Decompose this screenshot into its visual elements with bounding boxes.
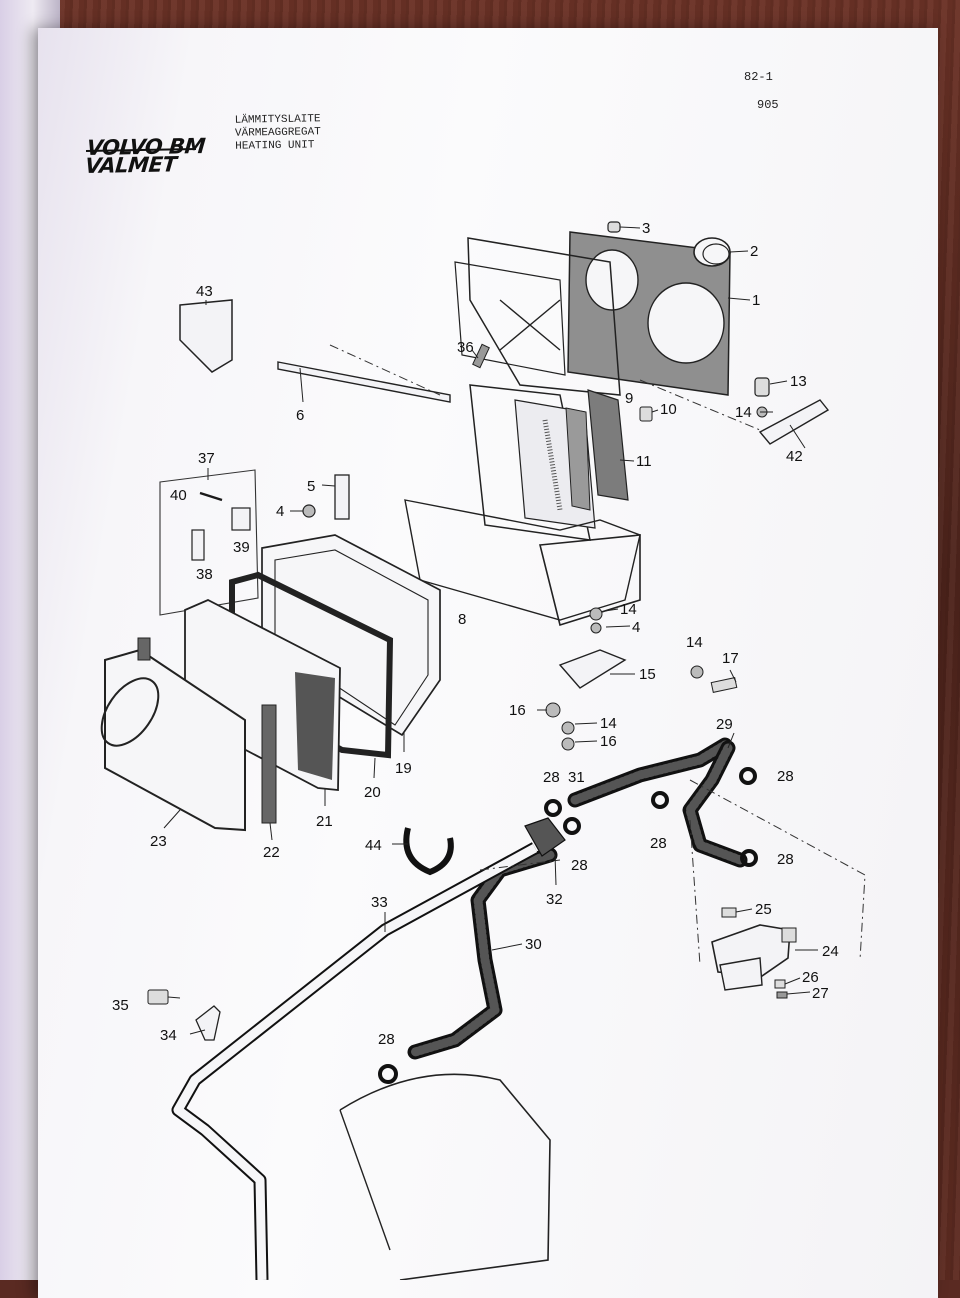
callout-9: 9 bbox=[625, 390, 633, 407]
part-bolt-36 bbox=[472, 343, 490, 369]
page-code: 82-1 bbox=[744, 70, 773, 84]
part-hose-clamps bbox=[378, 767, 758, 1084]
part-plug bbox=[607, 221, 621, 233]
callout-28-b: 28 bbox=[571, 857, 588, 874]
part-nut bbox=[590, 622, 602, 634]
callout-28-a: 28 bbox=[543, 769, 560, 786]
part-water-valve bbox=[711, 924, 797, 991]
callout-33: 33 bbox=[371, 894, 388, 911]
part-bracket-42 bbox=[758, 399, 830, 445]
callout-36: 36 bbox=[457, 339, 474, 356]
callout-14-b: 14 bbox=[620, 601, 637, 618]
callout-31: 31 bbox=[568, 769, 585, 786]
callout-17: 17 bbox=[722, 650, 739, 667]
part-tank-outline bbox=[339, 1073, 551, 1280]
callout-14-a: 14 bbox=[735, 404, 752, 421]
callout-19: 19 bbox=[395, 760, 412, 777]
callout-2: 2 bbox=[750, 243, 758, 260]
callout-39: 39 bbox=[233, 539, 250, 556]
part-nut-16b bbox=[561, 737, 575, 751]
kit-37-frame bbox=[159, 469, 259, 616]
part-27 bbox=[776, 991, 788, 999]
part-38 bbox=[191, 529, 205, 561]
callout-28-c: 28 bbox=[650, 835, 667, 852]
sheet-header: VOLVO BM VALMET LÄMMITYSLAITE VÄRMEAGGRE… bbox=[0, 0, 960, 178]
callout-16-b: 16 bbox=[600, 733, 617, 750]
callout-10: 10 bbox=[660, 401, 677, 418]
callout-30: 30 bbox=[525, 936, 542, 953]
part-strip-5 bbox=[334, 474, 350, 520]
callout-28-f: 28 bbox=[378, 1031, 395, 1048]
part-cap bbox=[693, 237, 731, 267]
part-clamp-44 bbox=[403, 827, 454, 876]
callout-44: 44 bbox=[365, 837, 382, 854]
callout-35: 35 bbox=[112, 997, 129, 1014]
callout-1: 1 bbox=[752, 292, 760, 309]
part-seal-strip-small bbox=[137, 637, 151, 661]
callout-6: 6 bbox=[296, 407, 304, 424]
part-seal-strip-inner bbox=[565, 407, 591, 511]
callout-34: 34 bbox=[160, 1027, 177, 1044]
part-gasket-plate bbox=[567, 231, 731, 396]
callout-43: 43 bbox=[196, 283, 213, 300]
callout-14-d: 14 bbox=[600, 715, 617, 732]
callout-13: 13 bbox=[790, 373, 807, 390]
callout-3: 3 bbox=[642, 220, 650, 237]
part-bolt-35 bbox=[147, 989, 169, 1005]
callout-11: 11 bbox=[636, 453, 652, 470]
callout-42: 42 bbox=[786, 448, 803, 465]
callout-4-lower: 4 bbox=[632, 619, 640, 636]
callout-14-c: 14 bbox=[686, 634, 703, 651]
callout-15: 15 bbox=[639, 666, 656, 683]
part-hoses bbox=[407, 737, 748, 1060]
page-number: 905 bbox=[757, 98, 779, 112]
callout-16-a: 16 bbox=[509, 702, 526, 719]
callout-5: 5 bbox=[307, 478, 315, 495]
callout-28-d: 28 bbox=[777, 768, 794, 785]
callout-37: 37 bbox=[198, 450, 215, 467]
part-washer bbox=[589, 607, 603, 621]
part-40 bbox=[199, 491, 223, 502]
part-washer-14b bbox=[561, 721, 575, 735]
callout-40: 40 bbox=[170, 487, 187, 504]
part-screw-25 bbox=[721, 907, 737, 918]
part-seal-strip bbox=[587, 389, 629, 501]
part-bolt-13 bbox=[754, 377, 770, 397]
callout-20: 20 bbox=[364, 784, 381, 801]
part-bolt-17 bbox=[710, 677, 738, 693]
part-clip-34 bbox=[195, 1005, 221, 1041]
callout-26: 26 bbox=[802, 969, 819, 986]
callout-25: 25 bbox=[755, 901, 772, 918]
part-tank-edge bbox=[339, 1109, 391, 1251]
callout-28-e: 28 bbox=[777, 851, 794, 868]
callout-27: 27 bbox=[812, 985, 829, 1002]
callout-leaders bbox=[163, 226, 818, 1035]
callout-32: 32 bbox=[546, 891, 563, 908]
part-mounting-bar bbox=[277, 361, 451, 403]
assembly-dash-lines bbox=[329, 344, 866, 966]
part-lower-frame bbox=[404, 499, 641, 627]
callout-23: 23 bbox=[150, 833, 167, 850]
part-bracket-43 bbox=[179, 299, 233, 373]
callout-4: 4 bbox=[276, 503, 284, 520]
callout-8: 8 bbox=[458, 611, 466, 628]
part-26 bbox=[774, 979, 786, 989]
callout-labels: 1 2 3 4 4 5 6 8 9 10 11 13 14 14 14 14 1… bbox=[112, 220, 839, 1048]
part-washer-right bbox=[690, 665, 704, 679]
part-nut-16 bbox=[545, 702, 561, 718]
part-39 bbox=[231, 507, 251, 531]
part-nut-4 bbox=[302, 504, 316, 518]
callout-24: 24 bbox=[822, 943, 839, 960]
callout-29: 29 bbox=[716, 716, 733, 733]
part-seal-strip-22 bbox=[261, 704, 277, 824]
part-bracket-15 bbox=[558, 649, 627, 689]
callout-22: 22 bbox=[263, 844, 280, 861]
part-filter bbox=[184, 599, 341, 791]
part-10 bbox=[639, 406, 653, 422]
callout-21: 21 bbox=[316, 813, 333, 830]
part-connector-32 bbox=[524, 817, 566, 857]
callout-38: 38 bbox=[196, 566, 213, 583]
